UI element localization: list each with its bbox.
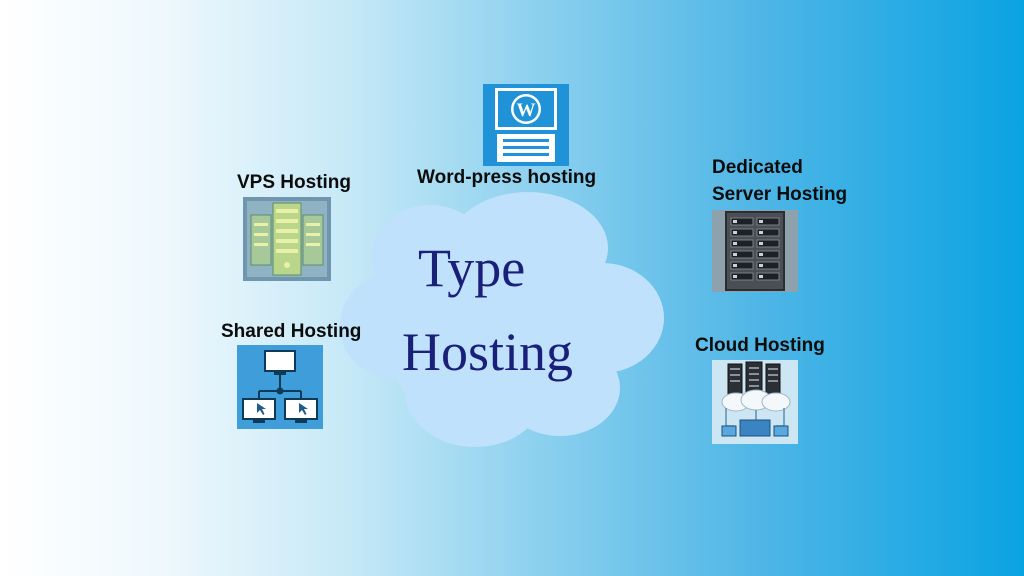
cloud-title-line2: Hosting xyxy=(402,322,574,382)
cloud-hosting-label: Cloud Hosting xyxy=(695,335,825,356)
server-rack-icon xyxy=(712,210,798,292)
vps-server-icon xyxy=(243,197,331,281)
dedicated-hosting-label-line2: Server Hosting xyxy=(712,184,848,205)
vps-hosting-label: VPS Hosting xyxy=(237,172,352,193)
svg-text:W: W xyxy=(517,100,536,121)
cloud-servers-icon xyxy=(712,360,798,444)
dedicated-hosting-label-line1: Dedicated xyxy=(712,157,803,178)
wordpress-hosting-label: Word-press hosting xyxy=(417,167,597,188)
shared-hosting-label: Shared Hosting xyxy=(221,321,362,342)
network-computers-icon xyxy=(237,345,323,429)
wordpress-icon: W xyxy=(483,84,569,166)
cloud-title-line1: Type xyxy=(418,238,526,298)
